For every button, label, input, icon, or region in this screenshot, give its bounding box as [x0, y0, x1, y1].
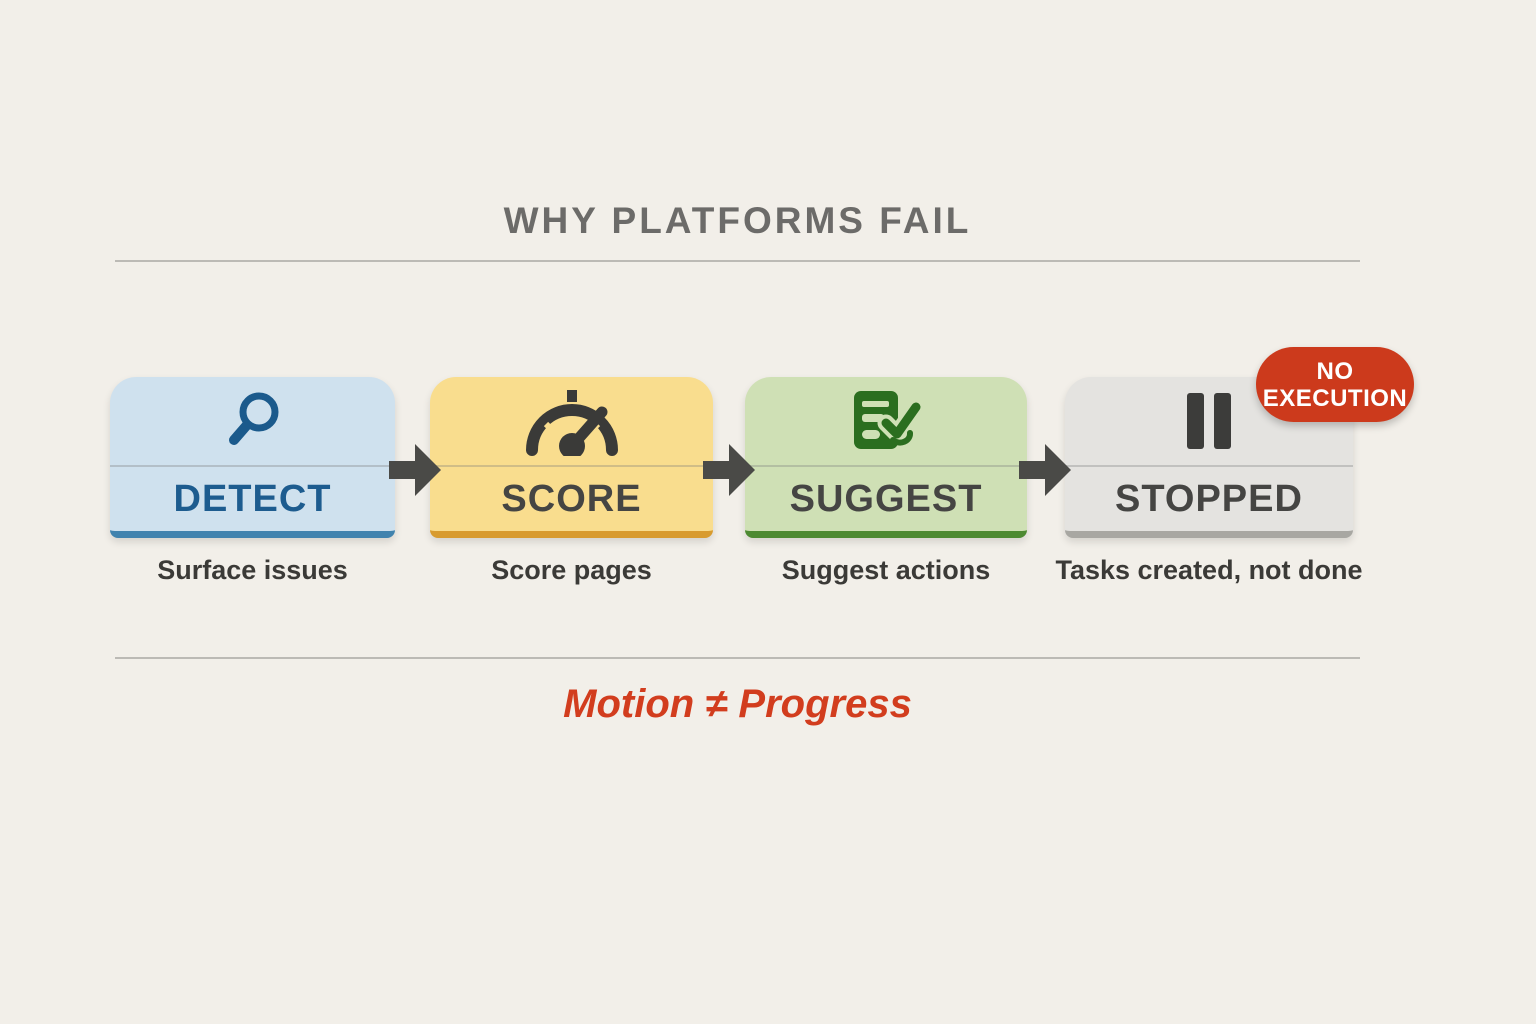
- page-title: WHY PLATFORMS FAIL: [503, 200, 972, 241]
- step-detect-label: DETECT: [173, 477, 332, 520]
- no-execution-badge: NO EXECUTION: [1256, 347, 1414, 422]
- step-detect-icon-area: [110, 377, 395, 467]
- step-stopped-icon-area: [1065, 377, 1353, 467]
- step-score: SCORE: [430, 377, 713, 538]
- magnifier-icon: [221, 389, 285, 453]
- step-suggest: SUGGEST: [745, 377, 1027, 538]
- arrow-right-icon: [389, 442, 441, 498]
- step-detect: DETECT: [110, 377, 395, 538]
- gauge-icon: [516, 386, 628, 456]
- step-suggest-label: SUGGEST: [789, 477, 983, 520]
- divider-bottom: [115, 657, 1360, 659]
- badge-line-1: NO: [1316, 357, 1354, 385]
- step-stopped-label: STOPPED: [1115, 477, 1303, 520]
- divider-top: [115, 260, 1360, 262]
- step-detect-caption: Surface issues: [157, 555, 348, 585]
- footer-note: Motion ≠ Progress: [563, 682, 912, 726]
- step-stopped-caption: Tasks created, not done: [1055, 555, 1363, 585]
- arrow-right-icon: [1019, 442, 1071, 498]
- arrow-right-icon: [703, 442, 755, 498]
- step-score-label: SCORE: [501, 477, 642, 520]
- step-score-caption: Score pages: [491, 555, 652, 585]
- pause-icon: [1186, 392, 1232, 450]
- step-score-icon-area: [430, 377, 713, 467]
- checklist-check-icon: [848, 389, 924, 453]
- step-suggest-icon-area: [745, 377, 1027, 467]
- step-suggest-caption: Suggest actions: [781, 555, 991, 585]
- badge-line-2: EXECUTION: [1262, 384, 1408, 412]
